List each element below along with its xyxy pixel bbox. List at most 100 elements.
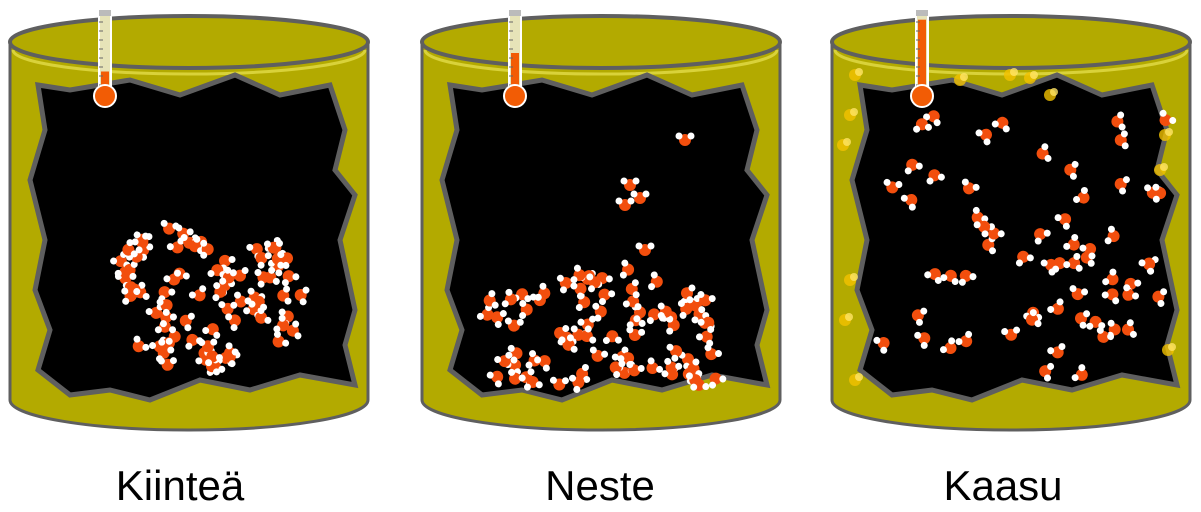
hydrogen-atom	[570, 325, 578, 333]
hydrogen-atom	[695, 333, 703, 341]
hydrogen-atom	[133, 335, 141, 343]
hydrogen-atom	[299, 298, 307, 306]
hydrogen-atom	[633, 315, 641, 323]
water-molecule	[229, 267, 249, 282]
hydrogen-atom	[1054, 214, 1062, 222]
water-molecule	[1047, 343, 1066, 359]
hydrogen-atom	[207, 270, 215, 278]
oxygen-atom	[160, 299, 173, 312]
hydrogen-atom	[940, 274, 948, 282]
hydrogen-atom	[494, 380, 502, 388]
hydrogen-atom	[129, 272, 137, 280]
hydrogen-atom	[692, 358, 700, 366]
hydrogen-atom	[257, 261, 265, 269]
hydrogen-atom	[130, 260, 138, 268]
water-molecule	[272, 330, 290, 348]
water-molecule	[504, 317, 524, 332]
hydrogen-atom	[647, 242, 655, 250]
hydrogen-atom	[282, 261, 290, 269]
hydrogen-atom	[549, 376, 557, 384]
hydrogen-atom	[961, 178, 969, 186]
water-molecule	[677, 300, 693, 319]
hydrogen-atom	[619, 271, 627, 279]
vapor-atom	[1160, 163, 1168, 171]
oxygen-atom	[905, 194, 918, 206]
water-molecule	[940, 269, 959, 286]
hydrogen-atom	[1071, 233, 1079, 241]
hydrogen-atom	[965, 330, 973, 338]
hydrogen-atom	[275, 269, 283, 277]
hydrogen-atom	[508, 368, 516, 376]
water-molecule	[685, 372, 702, 391]
water-molecule	[1114, 176, 1130, 195]
hydrogen-atom	[969, 273, 977, 281]
hydrogen-atom	[518, 374, 526, 382]
water-molecule	[534, 355, 551, 372]
thermometer-mercury	[511, 53, 519, 90]
hydrogen-atom	[1069, 172, 1077, 180]
hydrogen-atom	[989, 247, 997, 255]
oxygen-atom	[980, 128, 992, 141]
oxygen-atom	[491, 370, 504, 383]
hydrogen-atom	[602, 337, 610, 345]
hydrogen-atom	[1013, 326, 1021, 334]
hydrogen-atom	[920, 341, 928, 349]
hydrogen-atom	[1107, 333, 1115, 341]
hydrogen-atom	[883, 178, 891, 186]
oxygen-atom	[158, 286, 171, 299]
hydrogen-atom	[677, 300, 685, 308]
water-molecule	[709, 372, 727, 389]
hydrogen-atom	[121, 287, 129, 295]
hydrogen-atom	[230, 301, 238, 309]
hydrogen-atom	[621, 346, 629, 354]
water-molecule	[1152, 183, 1167, 203]
hydrogen-atom	[613, 371, 621, 379]
hydrogen-atom	[1112, 297, 1120, 305]
water-molecule	[1102, 268, 1119, 286]
water-molecule	[218, 301, 238, 315]
water-molecule	[687, 358, 703, 378]
hydrogen-atom	[243, 307, 251, 315]
hydrogen-atom	[168, 288, 176, 296]
hydrogen-atom	[476, 312, 484, 320]
container-rim	[8, 14, 370, 70]
hydrogen-atom	[631, 279, 639, 287]
water-molecule	[158, 286, 176, 303]
hydrogen-atom	[539, 282, 547, 290]
water-molecule	[225, 313, 241, 332]
hydrogen-atom	[219, 277, 227, 285]
oxygen-atom	[1106, 273, 1119, 286]
hydrogen-atom	[614, 336, 622, 344]
hydrogen-atom	[934, 276, 942, 284]
hydrogen-atom	[156, 298, 164, 306]
water-molecule	[580, 325, 597, 344]
hydrogen-atom	[1034, 237, 1042, 245]
hydrogen-atom	[1160, 288, 1168, 296]
hydrogen-atom	[983, 138, 991, 146]
water-molecule	[973, 220, 991, 238]
water-molecule	[255, 252, 272, 269]
water-molecule	[131, 232, 150, 249]
container-liquid	[420, 9, 782, 432]
hydrogen-atom	[1062, 222, 1070, 230]
hydrogen-atom	[169, 326, 177, 334]
hydrogen-atom	[1152, 183, 1160, 191]
hydrogen-atom	[958, 278, 966, 286]
oxygen-atom	[700, 330, 713, 343]
hydrogen-atom	[627, 197, 635, 205]
hydrogen-atom	[283, 285, 291, 293]
water-molecule	[1034, 228, 1051, 245]
rim-highlight	[423, 49, 779, 76]
water-molecule	[664, 357, 683, 374]
hydrogen-atom	[185, 342, 193, 350]
hydrogen-atom	[499, 310, 507, 318]
vapor-atom	[1050, 88, 1058, 96]
hydrogen-atom	[1071, 374, 1079, 382]
water-molecule	[955, 330, 973, 348]
hydrogen-atom	[524, 295, 532, 303]
container-solid	[8, 9, 370, 432]
hydrogen-atom	[278, 308, 286, 316]
hydrogen-atom	[657, 302, 665, 310]
hydrogen-atom	[900, 194, 908, 202]
